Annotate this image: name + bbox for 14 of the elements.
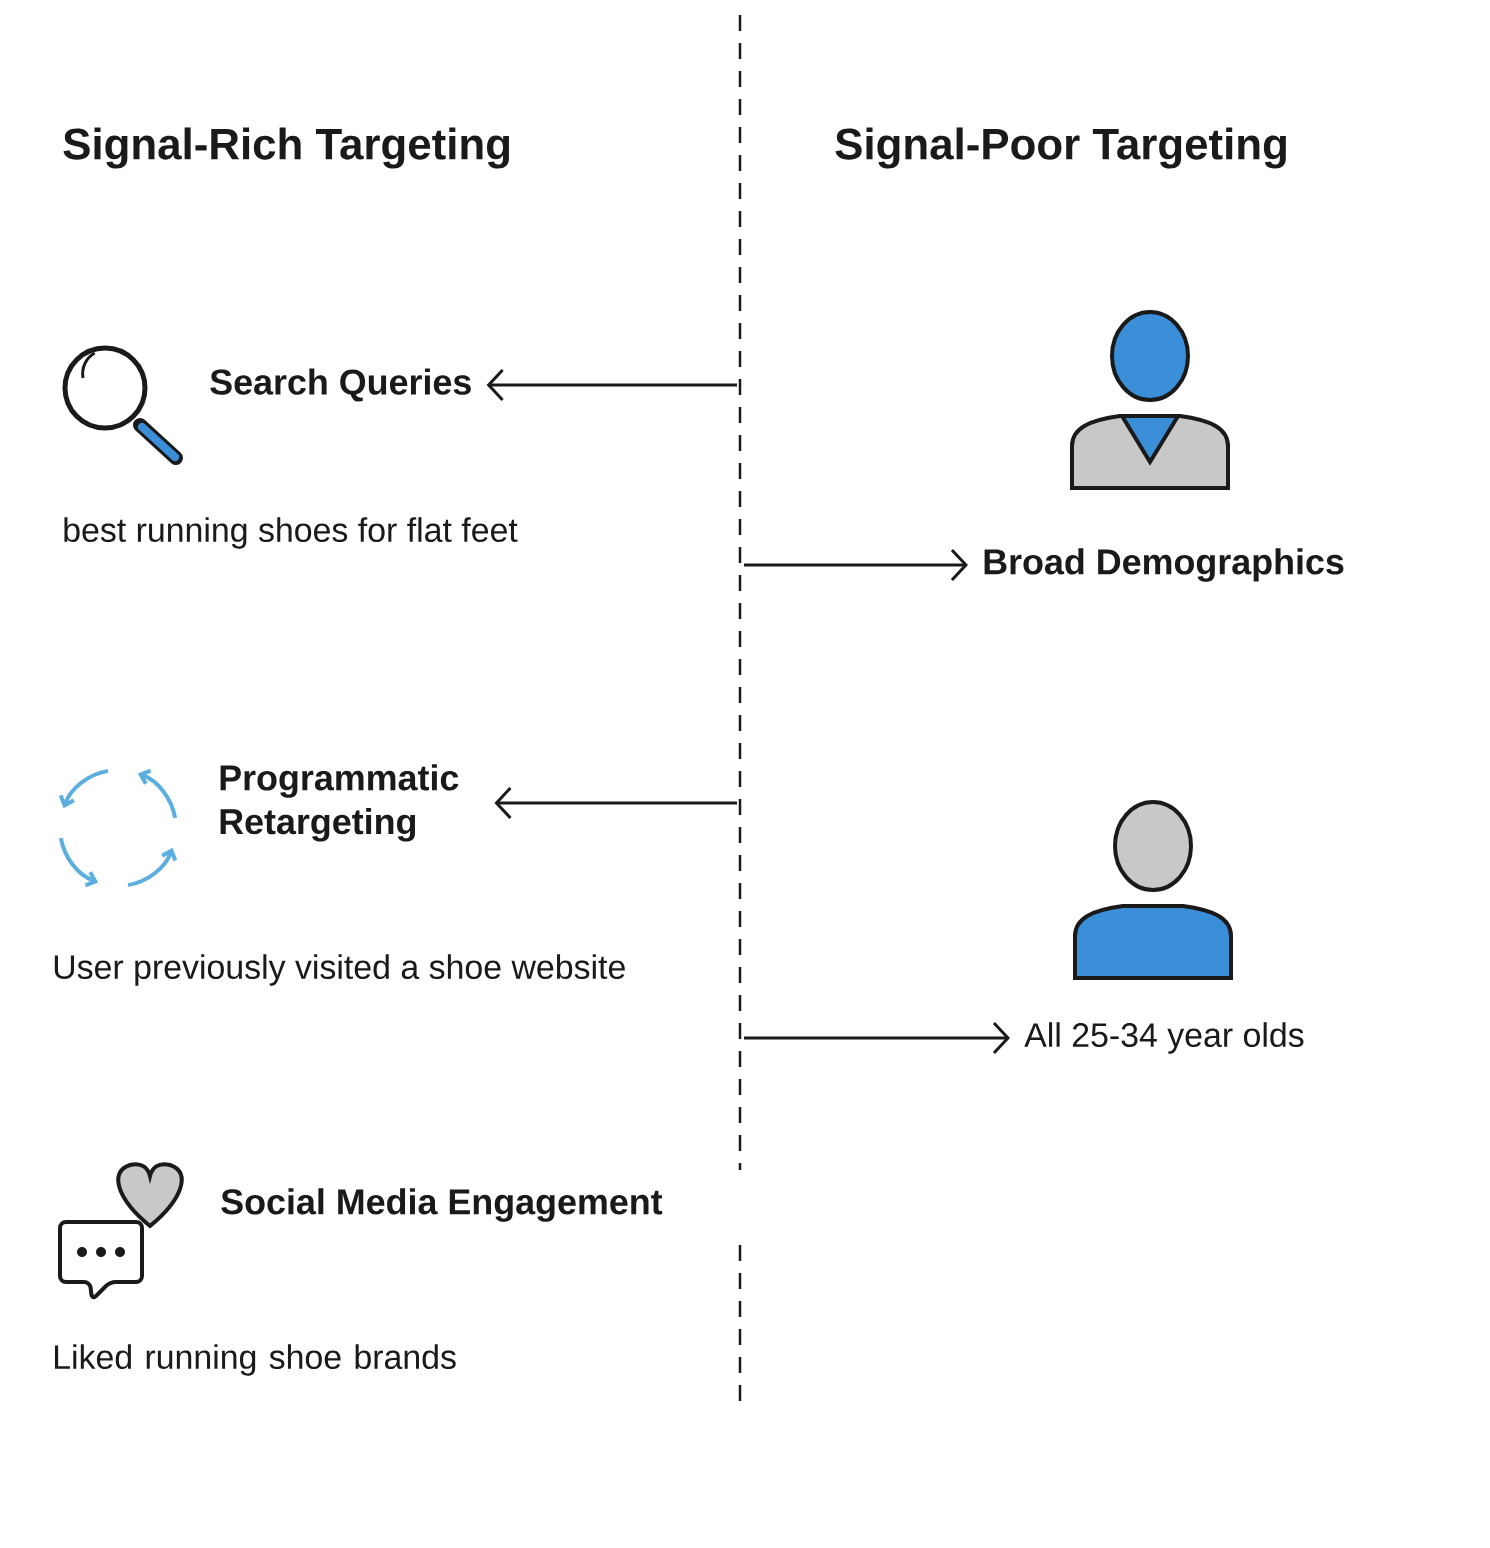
heading-text: Search Queries [210, 368, 471, 402]
description-text: User previously visited a shoe website [54, 954, 625, 986]
arrow [486, 368, 737, 401]
heading-text: Broad Demographics [984, 548, 1344, 582]
description-text: Liked running shoe brands [55, 1344, 456, 1376]
description-text: best running shoes for flat feet [64, 517, 518, 549]
column-heading: Signal-Poor Targeting [835, 127, 1286, 169]
arrow [744, 548, 968, 581]
section-heading: Social Media Engagement [221, 1188, 663, 1222]
heading-text: All 25-34 year olds [1024, 1022, 1304, 1054]
arrow [494, 786, 737, 819]
column-heading: Signal-Rich Targeting [63, 127, 510, 169]
heading-text: Programmatic Retargeting [220, 764, 459, 842]
arrow [744, 1021, 1010, 1054]
